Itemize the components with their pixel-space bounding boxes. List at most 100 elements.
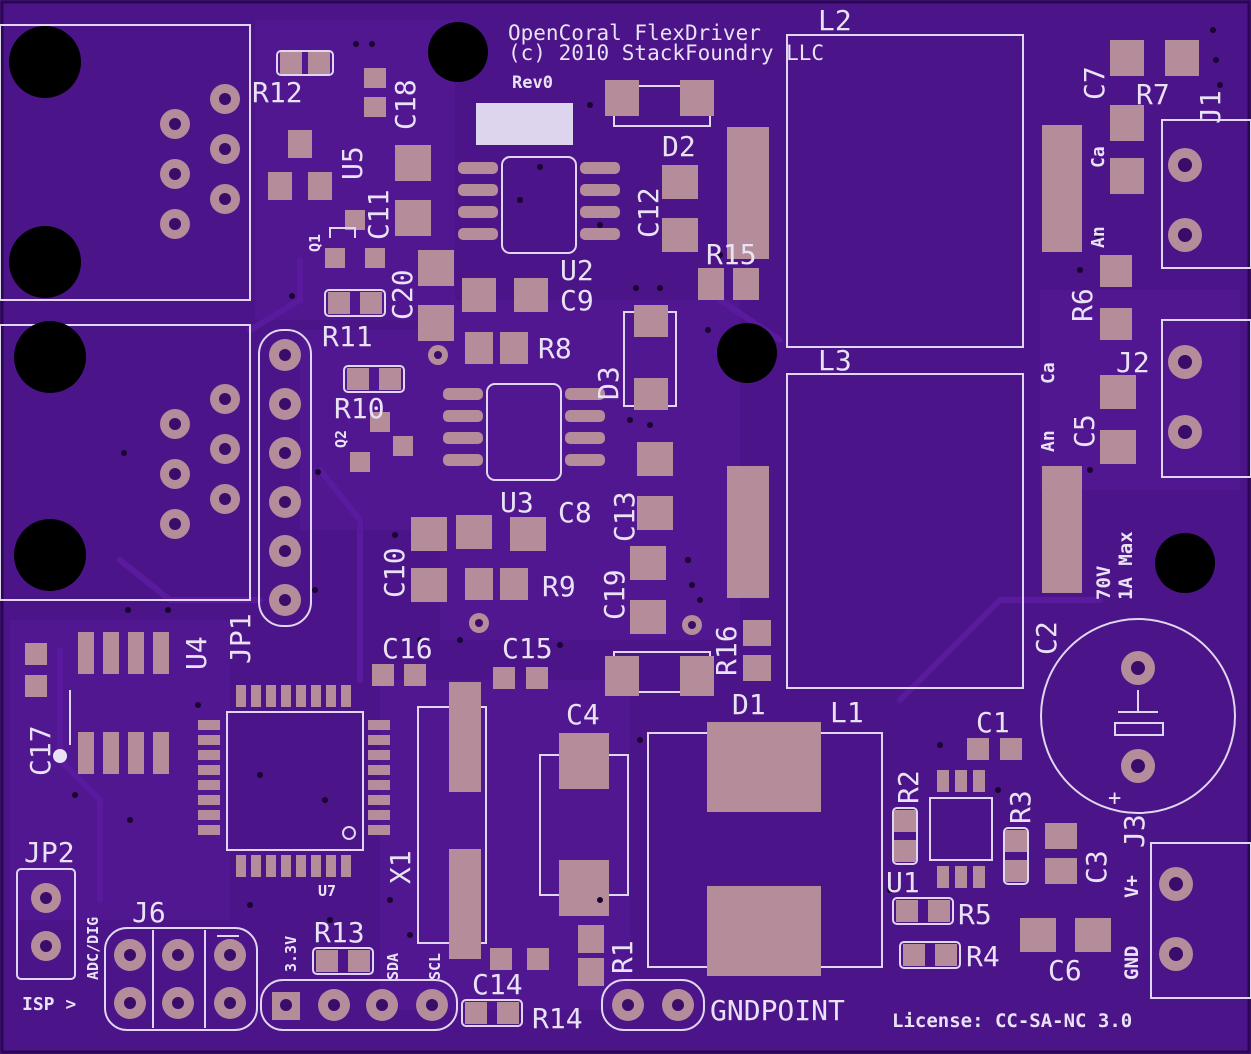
- label-c15: C15: [502, 632, 553, 665]
- label-an-2: An: [1038, 430, 1059, 452]
- label-c2: C2: [1030, 621, 1063, 655]
- label-r4: R4: [966, 940, 1000, 973]
- board-license: License: CC-SA-NC 3.0: [892, 1010, 1132, 1032]
- ic-u4: [78, 632, 169, 774]
- mount-hole: [1155, 533, 1215, 593]
- label-ca-1: Ca: [1088, 146, 1109, 168]
- label-d3: D3: [592, 366, 625, 400]
- label-l3: L3: [818, 344, 852, 377]
- mount-hole: [9, 26, 81, 98]
- rj-connector-top: [0, 24, 251, 301]
- label-sda: SDA: [384, 953, 402, 980]
- ic-u7: [198, 685, 390, 877]
- label-r5: R5: [958, 898, 992, 931]
- label-l2: L2: [818, 4, 852, 37]
- label-c20: C20: [386, 269, 419, 320]
- label-j1: J1: [1194, 90, 1227, 124]
- label-c12: C12: [632, 187, 665, 238]
- label-d1: D1: [732, 688, 766, 721]
- label-scl: SCL: [426, 953, 444, 980]
- label-l1: L1: [830, 696, 864, 729]
- label-r8: R8: [538, 332, 572, 365]
- label-r11: R11: [322, 320, 373, 353]
- label-r13: R13: [314, 916, 365, 949]
- label-r15: R15: [706, 238, 757, 271]
- mount-hole: [428, 22, 488, 82]
- label-j6: J6: [132, 896, 166, 929]
- label-u2: U2: [560, 254, 594, 287]
- label-r14: R14: [532, 1002, 583, 1035]
- label-q2: Q2: [332, 430, 350, 448]
- jp1-header: [258, 329, 312, 627]
- label-c9: C9: [560, 284, 594, 317]
- label-u3: U3: [500, 486, 534, 519]
- inductor-l3: [786, 373, 1024, 689]
- label-r16: R16: [710, 625, 743, 676]
- label-x1: X1: [384, 850, 417, 884]
- label-rating-voltage: 70V: [1093, 566, 1115, 600]
- label-isp: ISP >: [22, 994, 76, 1015]
- label-c10: C10: [378, 547, 411, 598]
- inductor-l2: [786, 34, 1024, 348]
- rev-silk-block: [476, 103, 573, 145]
- capacitor-c2: [1040, 618, 1236, 814]
- label-r12: R12: [252, 76, 303, 109]
- label-an-1: An: [1088, 226, 1109, 248]
- mount-hole: [14, 519, 86, 591]
- label-r9: R9: [542, 570, 576, 603]
- ic-u3: [443, 383, 605, 481]
- label-c7: C7: [1078, 66, 1111, 100]
- mount-hole: [717, 323, 777, 383]
- label-c13: C13: [608, 491, 641, 542]
- label-c8: C8: [558, 496, 592, 529]
- label-adc-dig: ADC/DIG: [84, 917, 102, 980]
- board-copyright: (c) 2010 StackFoundry LLC: [508, 41, 824, 65]
- label-gndpoint: GNDPOINT: [710, 994, 845, 1027]
- label-ca-2: Ca: [1038, 362, 1059, 384]
- label-u1: U1: [886, 866, 920, 899]
- rj-connector-bottom: [0, 321, 251, 601]
- label-jp1: JP1: [224, 613, 257, 664]
- label-r1: R1: [606, 940, 639, 974]
- label-c3: C3: [1080, 850, 1113, 884]
- label-c18: C18: [389, 79, 422, 130]
- board-title: OpenCoral FlexDriver: [508, 21, 761, 45]
- label-c16: C16: [382, 632, 433, 665]
- label-c19: C19: [598, 569, 631, 620]
- label-c6: C6: [1048, 954, 1082, 987]
- board-revision: Rev0: [512, 73, 553, 93]
- label-d2: D2: [662, 130, 696, 163]
- label-gnd: GND: [1121, 946, 1143, 980]
- label-u5: U5: [336, 146, 369, 180]
- j6-isp-header: [104, 927, 258, 1031]
- ic-u2: [458, 156, 620, 254]
- label-j3: J3: [1118, 814, 1151, 848]
- label-u4: U4: [180, 636, 213, 670]
- label-r2: R2: [892, 770, 925, 804]
- label-rating-current: 1A Max: [1115, 531, 1137, 600]
- label-c11: C11: [362, 189, 395, 240]
- label-c1: C1: [976, 706, 1010, 739]
- label-jp2: JP2: [24, 836, 75, 869]
- vias: [72, 27, 1223, 938]
- label-u7: U7: [318, 882, 336, 900]
- label-c4: C4: [566, 698, 600, 731]
- label-3v3: 3.3V: [282, 936, 300, 972]
- i2c-header: [260, 979, 458, 1031]
- label-c17: C17: [24, 725, 57, 776]
- label-r7: R7: [1136, 78, 1170, 111]
- label-c5: C5: [1068, 414, 1101, 448]
- mount-hole: [9, 226, 81, 298]
- label-r10: R10: [334, 392, 385, 425]
- label-j2: J2: [1116, 346, 1150, 379]
- label-plus: +: [1108, 786, 1121, 811]
- label-vplus: V+: [1121, 875, 1143, 898]
- label-r3: R3: [1004, 790, 1037, 824]
- label-r6: R6: [1066, 288, 1099, 322]
- label-q1: Q1: [306, 234, 324, 252]
- mount-hole: [14, 321, 86, 393]
- label-c14: C14: [472, 968, 523, 1001]
